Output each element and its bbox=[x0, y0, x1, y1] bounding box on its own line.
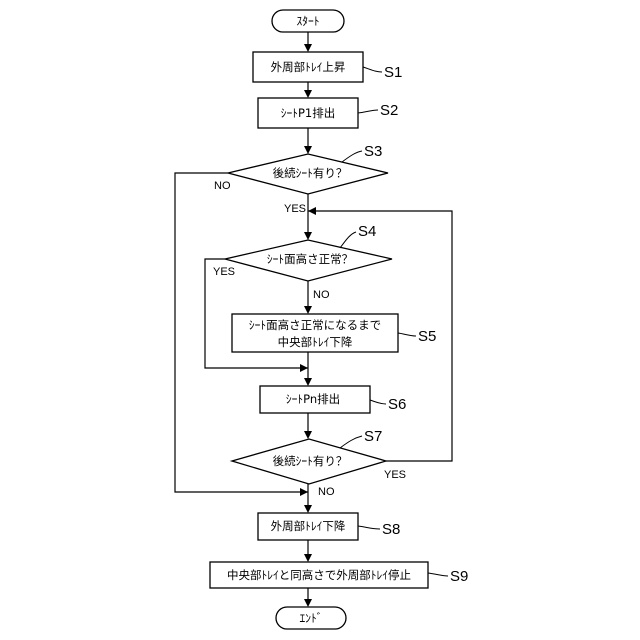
decision-s4: ｼｰﾄ面高さ正常？ S4 YES NO bbox=[213, 223, 392, 301]
decision-s3-text: 後続ｼｰﾄ有り？ bbox=[273, 166, 348, 180]
step-s5-text-line1: ｼｰﾄ面高さ正常になるまで bbox=[249, 318, 381, 332]
step-s1: 外周部ﾄﾚｲ上昇 S1 bbox=[253, 52, 402, 82]
arrowhead-s5 bbox=[304, 306, 312, 314]
end-text: ｴﾝﾄﾞ bbox=[300, 611, 323, 625]
step-s6-text: ｼｰﾄPn排出 bbox=[286, 392, 340, 406]
step-s2-label: S2 bbox=[380, 102, 398, 119]
arrowhead-s3 bbox=[304, 146, 312, 154]
decision-s7-label: S7 bbox=[364, 428, 382, 445]
step-s9: 中央部ﾄﾚｲと同高さで外周部ﾄﾚｲ停止 S9 bbox=[210, 562, 468, 588]
decision-s7-yes: YES bbox=[384, 469, 406, 481]
step-s8: 外周部ﾄﾚｲ下降 S8 bbox=[258, 513, 400, 540]
arrowhead-bypass-s4 bbox=[300, 364, 308, 372]
step-s6-label: S6 bbox=[388, 396, 406, 413]
step-s6-leader bbox=[370, 400, 386, 404]
start-terminal: ｽﾀｰﾄ bbox=[272, 10, 344, 32]
arrowhead-end bbox=[304, 599, 312, 607]
step-s8-label: S8 bbox=[382, 521, 400, 538]
decision-s4-label: S4 bbox=[358, 223, 376, 240]
decision-s4-text: ｼｰﾄ面高さ正常？ bbox=[267, 252, 353, 266]
decision-s3-no: NO bbox=[214, 180, 231, 192]
arrowhead-s9 bbox=[304, 554, 312, 562]
arrowhead-s4 bbox=[304, 232, 312, 240]
step-s2-leader bbox=[358, 110, 378, 113]
step-s5-text-line2: 中央部ﾄﾚｲ下降 bbox=[278, 335, 353, 349]
arrowhead-s6 bbox=[304, 378, 312, 386]
decision-s3-label: S3 bbox=[364, 143, 382, 160]
decision-s3-leader bbox=[342, 151, 362, 162]
decision-s4-no: NO bbox=[313, 289, 330, 301]
arrowhead-loop-s7 bbox=[308, 207, 316, 215]
step-s8-text: 外周部ﾄﾚｲ下降 bbox=[271, 519, 346, 533]
arrowhead-bypass-s3 bbox=[300, 488, 308, 496]
decision-s7-text: 後続ｼｰﾄ有り？ bbox=[273, 454, 348, 468]
step-s8-leader bbox=[358, 526, 380, 529]
decision-s7-no: NO bbox=[318, 486, 335, 498]
arrowhead-s8 bbox=[304, 505, 312, 513]
arrowhead-s1 bbox=[304, 44, 312, 52]
step-s9-text: 中央部ﾄﾚｲと同高さで外周部ﾄﾚｲ停止 bbox=[227, 568, 411, 582]
step-s5: ｼｰﾄ面高さ正常になるまで 中央部ﾄﾚｲ下降 S5 bbox=[232, 314, 436, 352]
step-s1-text: 外周部ﾄﾚｲ上昇 bbox=[271, 60, 346, 74]
step-s9-label: S9 bbox=[450, 568, 468, 585]
step-s9-leader bbox=[428, 573, 448, 576]
start-text: ｽﾀｰﾄ bbox=[297, 14, 320, 28]
decision-s4-leader bbox=[340, 232, 356, 248]
step-s1-label: S1 bbox=[384, 64, 402, 81]
step-s2: ｼｰﾄP1排出 S2 bbox=[258, 98, 398, 128]
step-s5-leader bbox=[398, 333, 416, 336]
step-s1-leader bbox=[363, 67, 382, 72]
decision-s3: 後続ｼｰﾄ有り？ S3 NO YES bbox=[214, 143, 388, 215]
step-s6: ｼｰﾄPn排出 S6 bbox=[260, 386, 406, 413]
decision-s7-leader bbox=[340, 436, 362, 448]
end-terminal: ｴﾝﾄﾞ bbox=[276, 607, 346, 629]
decision-s7: 後続ｼｰﾄ有り？ S7 YES NO bbox=[232, 428, 406, 498]
arrowhead-s2 bbox=[304, 90, 312, 98]
step-s5-label: S5 bbox=[418, 328, 436, 345]
decision-s3-yes: YES bbox=[284, 203, 306, 215]
decision-s4-yes: YES bbox=[213, 266, 235, 278]
arrowhead-s7 bbox=[304, 431, 312, 439]
step-s2-text: ｼｰﾄP1排出 bbox=[281, 106, 336, 120]
